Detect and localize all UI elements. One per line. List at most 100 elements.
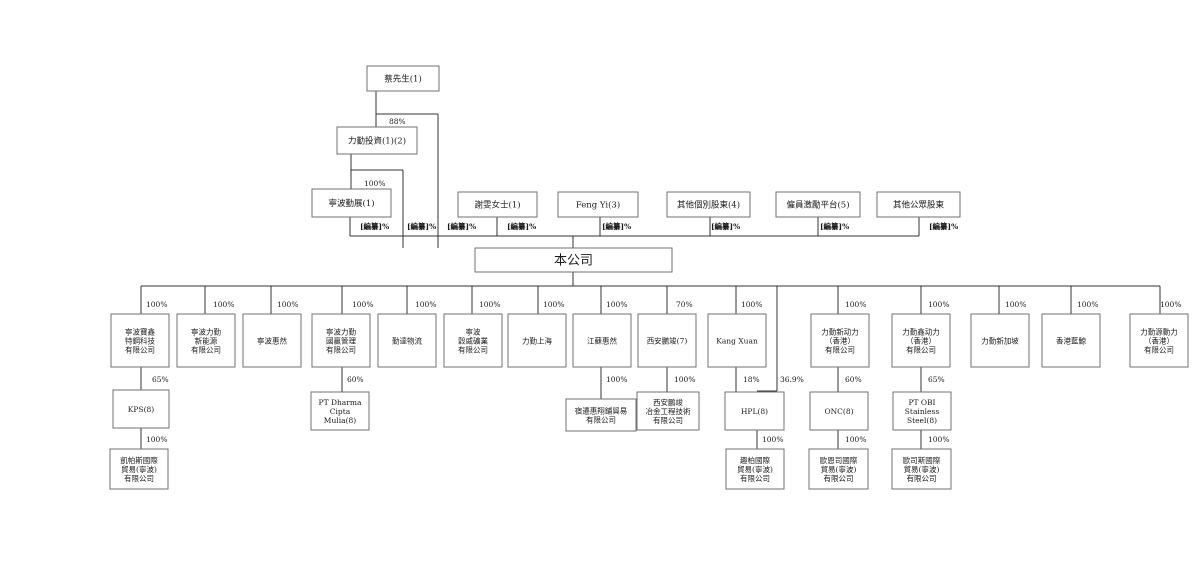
node-label-ptdharma-3: Mulia(8) (324, 416, 356, 425)
ownership-label: 100% (845, 300, 866, 309)
ownership-label: 100% (479, 300, 500, 309)
node-label-s1-3: 有限公司 (125, 345, 155, 355)
node-ningbo_qinzhan: 寧波勤展(1) (311, 188, 392, 218)
connector-lines (140, 91, 1161, 449)
ownership-label: 100% (364, 179, 385, 188)
node-label-s6-1: 寧波 (466, 326, 481, 336)
node-label-kps: KPS(8) (128, 405, 154, 414)
node-label-s7: 力勤上海 (522, 336, 552, 346)
node-label-ningbo_qinzhan: 寧波勤展(1) (328, 198, 374, 209)
node-s8: 江蘇惠然 (572, 313, 632, 368)
node-label-hpl: HPL(8) (741, 407, 768, 416)
node-s12: 力勤鑫动力（香港）有限公司 (891, 313, 951, 368)
node-label-lixun_invest: 力勤投資(1)(2) (348, 136, 406, 147)
node-label-s12-3: 有限公司 (906, 345, 936, 355)
ownership-labels: 88%100%[編纂]%[編纂]%[編纂]%[編纂]%[編纂]%[編纂]%[編纂… (146, 117, 1181, 444)
node-label-kaipas-3: 有限公司 (124, 473, 154, 483)
node-fengyi: Feng Yi(3) (557, 191, 639, 218)
node-label-kaipas-1: 凱帕斯國際 (120, 455, 158, 465)
ownership-label: 100% (352, 300, 373, 309)
node-hpl: HPL(8) (724, 391, 785, 431)
node-label-s15-2: （香港） (1144, 336, 1174, 346)
node-xie: 謝雯女士(1) (457, 191, 538, 218)
node-label-s6-3: 有限公司 (458, 345, 488, 355)
node-label-ptdharma-2: Cipta (330, 407, 351, 416)
ownership-label: [編纂]% (929, 221, 958, 231)
ownership-label: 100% (213, 300, 234, 309)
ownership-label: 100% (543, 300, 564, 309)
node-label-ouen-3: 有限公司 (824, 473, 854, 483)
node-lixun_invest: 力勤投資(1)(2) (336, 126, 418, 155)
node-kps: KPS(8) (112, 389, 170, 429)
node-s9: 西安鵬竣(7) (637, 313, 697, 368)
node-label-s1-1: 寧波寶鑫 (125, 326, 155, 336)
node-label-xie: 謝雯女士(1) (474, 200, 520, 211)
node-label-qubai-3: 有限公司 (740, 473, 770, 483)
ownership-label: 65% (152, 375, 169, 384)
node-label-ptdharma-1: PT Dharma (319, 398, 362, 407)
ownership-label: 100% (762, 435, 783, 444)
ownership-label: 88% (389, 117, 406, 126)
node-label-s11-1: 力勤新动力 (821, 326, 859, 336)
ownership-label: [編纂]% (602, 221, 631, 231)
node-label-s9: 西安鵬竣(7) (647, 336, 688, 346)
ownership-label: 100% (928, 435, 949, 444)
node-employee: 僱員激勵平台(5) (775, 191, 861, 218)
ownership-label: 70% (676, 300, 693, 309)
node-s11: 力勤新动力（香港）有限公司 (810, 313, 870, 368)
node-label-s11-2: （香港） (825, 336, 855, 346)
node-label-suqian-1: 宿遷惠翔鋪貿易 (575, 405, 628, 415)
ownership-label: [編纂]% (820, 221, 849, 231)
node-label-ptobi-1: PT OBI (908, 398, 935, 407)
ownership-label: 100% (146, 300, 167, 309)
ownership-label: [編纂]% (360, 221, 389, 231)
node-s5: 勤達物流 (377, 313, 437, 368)
node-label-s12-2: （香港） (906, 336, 936, 346)
node-label-qubai-2: 貿易(寧波) (737, 464, 773, 474)
node-s15: 力勤源動力（香港）有限公司 (1129, 313, 1189, 368)
ownership-label: [編纂]% (407, 221, 436, 231)
node-label-s5: 勤達物流 (392, 336, 422, 346)
node-label-s14: 香港藍鯨 (1056, 336, 1086, 346)
node-label-onc: ONC(8) (824, 407, 853, 416)
node-company: 本公司 (474, 247, 673, 273)
ownership-label: 36.9% (780, 375, 804, 384)
node-label-s6-2: 穀威礦業 (458, 336, 488, 346)
ownership-label: 65% (928, 375, 945, 384)
ownership-label: 100% (277, 300, 298, 309)
node-label-other_indiv: 其他個別股東(4) (677, 200, 740, 211)
node-label-s15-3: 有限公司 (1144, 345, 1174, 355)
node-label-fengyi: Feng Yi(3) (576, 200, 620, 211)
ownership-label: [編纂]% (447, 221, 476, 231)
node-label-s11-3: 有限公司 (825, 345, 855, 355)
ownership-label: 100% (1005, 300, 1026, 309)
node-label-ousi-1: 歐司斯國際 (903, 455, 941, 465)
node-label-ousi-2: 貿易(寧波) (904, 464, 940, 474)
ownership-label: 100% (928, 300, 949, 309)
node-other_public: 其他公眾股東 (876, 191, 961, 218)
ownership-label: 100% (741, 300, 762, 309)
node-label-s4-3: 有限公司 (326, 345, 356, 355)
node-label-company: 本公司 (554, 254, 593, 269)
ownership-label: 100% (606, 375, 627, 384)
node-label-s15-1: 力勤源動力 (1140, 326, 1178, 336)
node-s14: 香港藍鯨 (1041, 313, 1101, 368)
ownership-label: 60% (845, 375, 862, 384)
node-label-employee: 僱員激勵平台(5) (786, 200, 849, 211)
node-label-s4-1: 寧波力勤 (326, 326, 356, 336)
node-s3: 寧波惠然 (242, 313, 302, 368)
ownership-label: 100% (1077, 300, 1098, 309)
node-label-s2-3: 有限公司 (191, 345, 221, 355)
node-label-xian_eng-1: 西安鵬竣 (653, 397, 683, 407)
